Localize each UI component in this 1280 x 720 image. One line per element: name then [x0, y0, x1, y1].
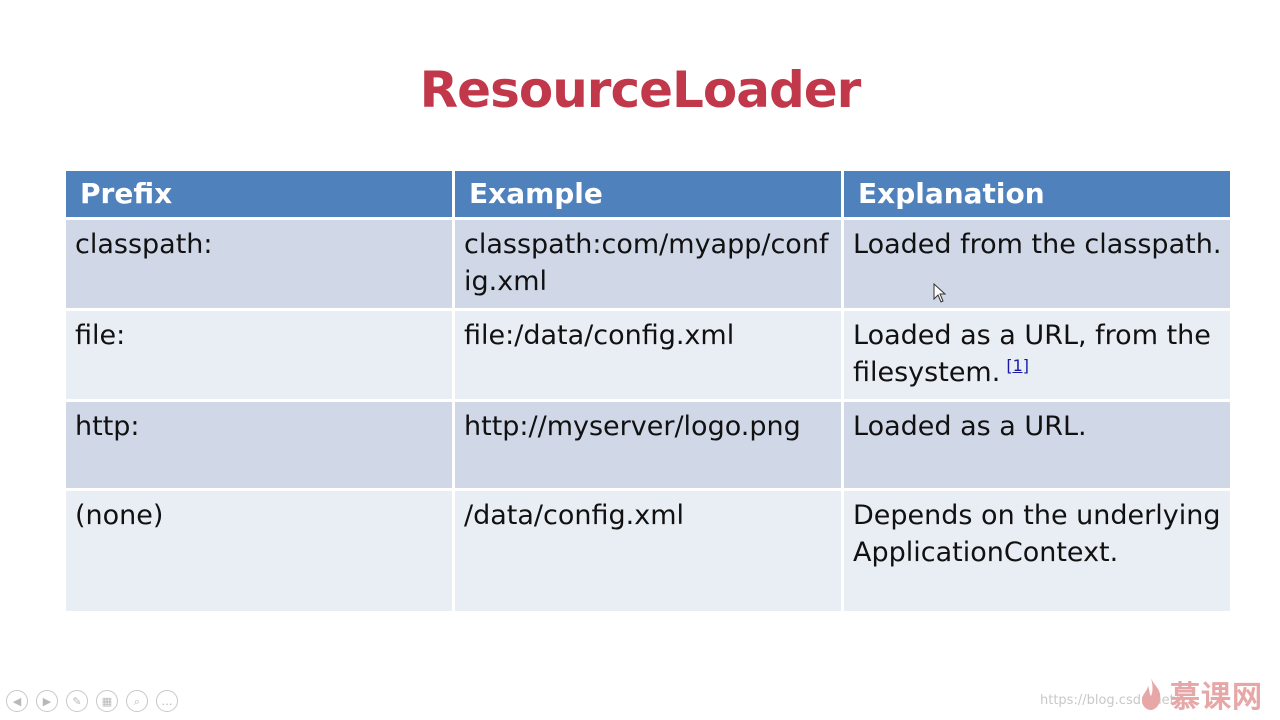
footnote-link[interactable]: [1] — [1006, 356, 1029, 375]
table-header-row: Prefix Example Explanation — [66, 171, 1230, 217]
explanation-cell: Loaded from the classpath. — [844, 220, 1230, 308]
prefix-cell: (none) — [66, 491, 452, 611]
table-row: http: http://myserver/logo.png Loaded as… — [66, 402, 1230, 488]
brand-name: 慕课网 — [1170, 680, 1263, 715]
explanation-cell: Loaded as a URL. — [844, 402, 1230, 488]
column-header-prefix: Prefix — [66, 171, 452, 217]
prefix-cell: classpath: — [66, 220, 452, 308]
column-header-example: Example — [455, 171, 841, 217]
mouse-cursor-icon — [933, 283, 947, 303]
slideshow-controls: ◀ ▶ ✎ ▦ ⌕ … — [6, 690, 178, 712]
example-cell: file:/data/config.xml — [455, 311, 841, 399]
explanation-cell: Loaded as a URL, from the filesystem.[1] — [844, 311, 1230, 399]
explanation-text: Loaded as a URL, from the filesystem. — [853, 320, 1211, 388]
flame-icon — [1142, 678, 1161, 710]
zoom-icon[interactable]: ⌕ — [126, 690, 148, 712]
prefix-cell: http: — [66, 402, 452, 488]
prefix-cell: file: — [66, 311, 452, 399]
more-icon[interactable]: … — [156, 690, 178, 712]
column-header-explanation: Explanation — [844, 171, 1230, 217]
arrow-right-icon[interactable]: ▶ — [36, 690, 58, 712]
table-row: file: file:/data/config.xml Loaded as a … — [66, 311, 1230, 399]
arrow-left-icon[interactable]: ◀ — [6, 690, 28, 712]
resource-prefix-table: Prefix Example Explanation classpath: cl… — [63, 168, 1233, 614]
slide-title: ResourceLoader — [419, 61, 862, 119]
pen-icon[interactable]: ✎ — [66, 690, 88, 712]
example-cell: classpath:com/myapp/config.xml — [455, 220, 841, 308]
brand-logo: 慕课网 — [1138, 672, 1263, 716]
explanation-cell: Depends on the underlying ApplicationCon… — [844, 491, 1230, 611]
example-cell: http://myserver/logo.png — [455, 402, 841, 488]
table-row: classpath: classpath:com/myapp/config.xm… — [66, 220, 1230, 308]
table-row: (none) /data/config.xml Depends on the u… — [66, 491, 1230, 611]
example-cell: /data/config.xml — [455, 491, 841, 611]
grid-icon[interactable]: ▦ — [96, 690, 118, 712]
